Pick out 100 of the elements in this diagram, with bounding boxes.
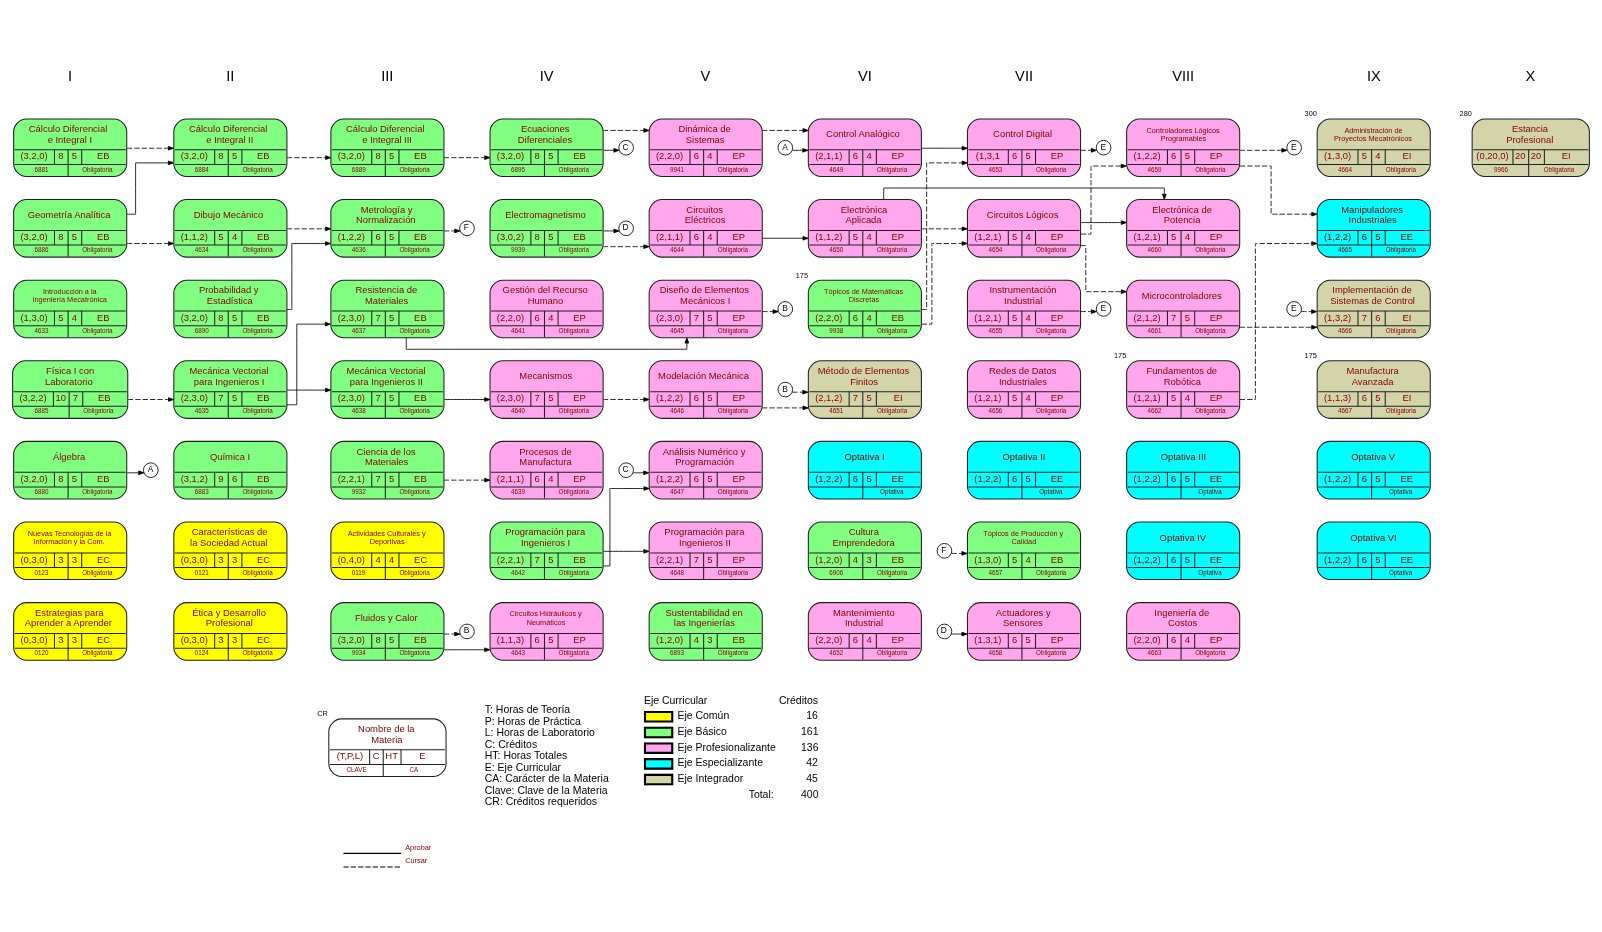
legend-label: Aprobar: [405, 842, 432, 852]
arrow: [1239, 165, 1318, 217]
label: VII: [1015, 67, 1034, 84]
legend-label: Eje Básico: [677, 726, 727, 738]
arrow: [1080, 163, 1127, 235]
label: 136: [801, 741, 819, 753]
label: P: Horas de Práctica: [484, 715, 581, 727]
arrow: [921, 160, 968, 310]
arrow: [443, 155, 491, 160]
arrow: [443, 631, 461, 637]
arrow: [286, 387, 332, 393]
label: 400: [801, 788, 819, 800]
arrow: [602, 397, 650, 402]
arrow: [443, 647, 491, 652]
label: HT: Horas Totales: [484, 750, 568, 762]
node-circle: C: [618, 139, 634, 156]
node-circle: E: [1286, 301, 1302, 317]
arrow: [1080, 220, 1127, 225]
label: CA: Carácter de la Materia: [484, 773, 609, 785]
arrow: [883, 187, 1167, 200]
arrow: [951, 551, 968, 556]
arrow: [286, 226, 332, 232]
node-label: 280: [1459, 109, 1472, 119]
arrow: [1239, 148, 1288, 153]
arrow: [602, 128, 650, 133]
node-circle: F: [459, 220, 475, 237]
label: IX: [1366, 67, 1381, 84]
legend-label: Eje Común: [677, 710, 730, 722]
label: L: Horas de Laboratorio: [484, 727, 595, 739]
label: V: [700, 67, 711, 84]
node-label: 175: [1114, 351, 1127, 361]
label: Total:: [748, 788, 774, 800]
node-circle: D: [936, 623, 953, 640]
arrow: [602, 148, 620, 153]
arrow: [602, 486, 650, 567]
label: I: [68, 67, 73, 84]
arrow: [286, 321, 331, 406]
node-label: 175: [1304, 351, 1317, 361]
arrow: [126, 241, 175, 246]
legend-label: Eje Especializante: [677, 757, 763, 769]
arrow: [921, 241, 968, 325]
node-circle: B: [777, 381, 794, 398]
label: Clave: Clave de la Materia: [484, 784, 608, 796]
arrow: [127, 397, 175, 402]
arrow: [791, 389, 809, 395]
label: T: Horas de Teoría: [484, 704, 571, 716]
legend-label: Eje Profesionalizante: [677, 741, 776, 753]
label: III: [381, 67, 394, 84]
legend-label: Eje Integrador: [677, 773, 744, 785]
node-circle: F: [936, 543, 953, 559]
arrow: [791, 148, 809, 153]
node-circle: A: [777, 139, 794, 156]
label: II: [226, 67, 235, 84]
arrow: [1300, 309, 1318, 314]
arrow: [761, 309, 779, 314]
arrow: [761, 128, 809, 133]
arrow: [126, 470, 145, 476]
arrow: [602, 549, 650, 554]
arrow: [951, 631, 968, 637]
node-circle: E: [1095, 139, 1112, 156]
label: 45: [806, 773, 818, 785]
arrow: [1080, 148, 1097, 153]
arrow: [1080, 309, 1097, 314]
label: VI: [858, 67, 872, 84]
node-circle: D: [618, 220, 634, 237]
label: X: [1525, 67, 1536, 84]
label: 42: [806, 757, 818, 769]
arrow: [1239, 325, 1318, 330]
arrow: [126, 146, 175, 151]
arrow: [443, 397, 491, 402]
arrow: [286, 155, 332, 160]
label: Eje Curricular: [643, 694, 708, 706]
arrow: [286, 241, 332, 310]
arrow: [126, 160, 175, 215]
node-circle: E: [1095, 301, 1112, 317]
arrow: [761, 236, 809, 241]
arrow: [443, 228, 461, 234]
arrow: [443, 477, 491, 483]
label: C: Créditos: [484, 738, 538, 750]
arrow: [921, 226, 968, 232]
label: E: Eje Curricular: [484, 761, 562, 773]
node-label: 175: [795, 270, 808, 280]
node-label: 300: [1304, 109, 1317, 119]
node-circle: C: [618, 462, 634, 478]
node-circle: B: [459, 623, 475, 640]
label: VIII: [1172, 67, 1195, 84]
node-label: CR: [317, 709, 328, 719]
label: 161: [801, 726, 819, 738]
label: Créditos: [779, 694, 818, 706]
node-circle: B: [777, 301, 794, 317]
arrow: [921, 146, 968, 151]
node-circle: A: [143, 462, 159, 478]
arrow: [761, 405, 809, 411]
label: 16: [806, 710, 818, 722]
arrow: [602, 244, 650, 249]
node-circle: E: [1286, 139, 1302, 156]
legend-label: Cursar: [405, 856, 428, 866]
arrow: [632, 470, 650, 476]
arrow: [602, 228, 620, 234]
label: CR: Créditos requeridos: [484, 796, 598, 808]
